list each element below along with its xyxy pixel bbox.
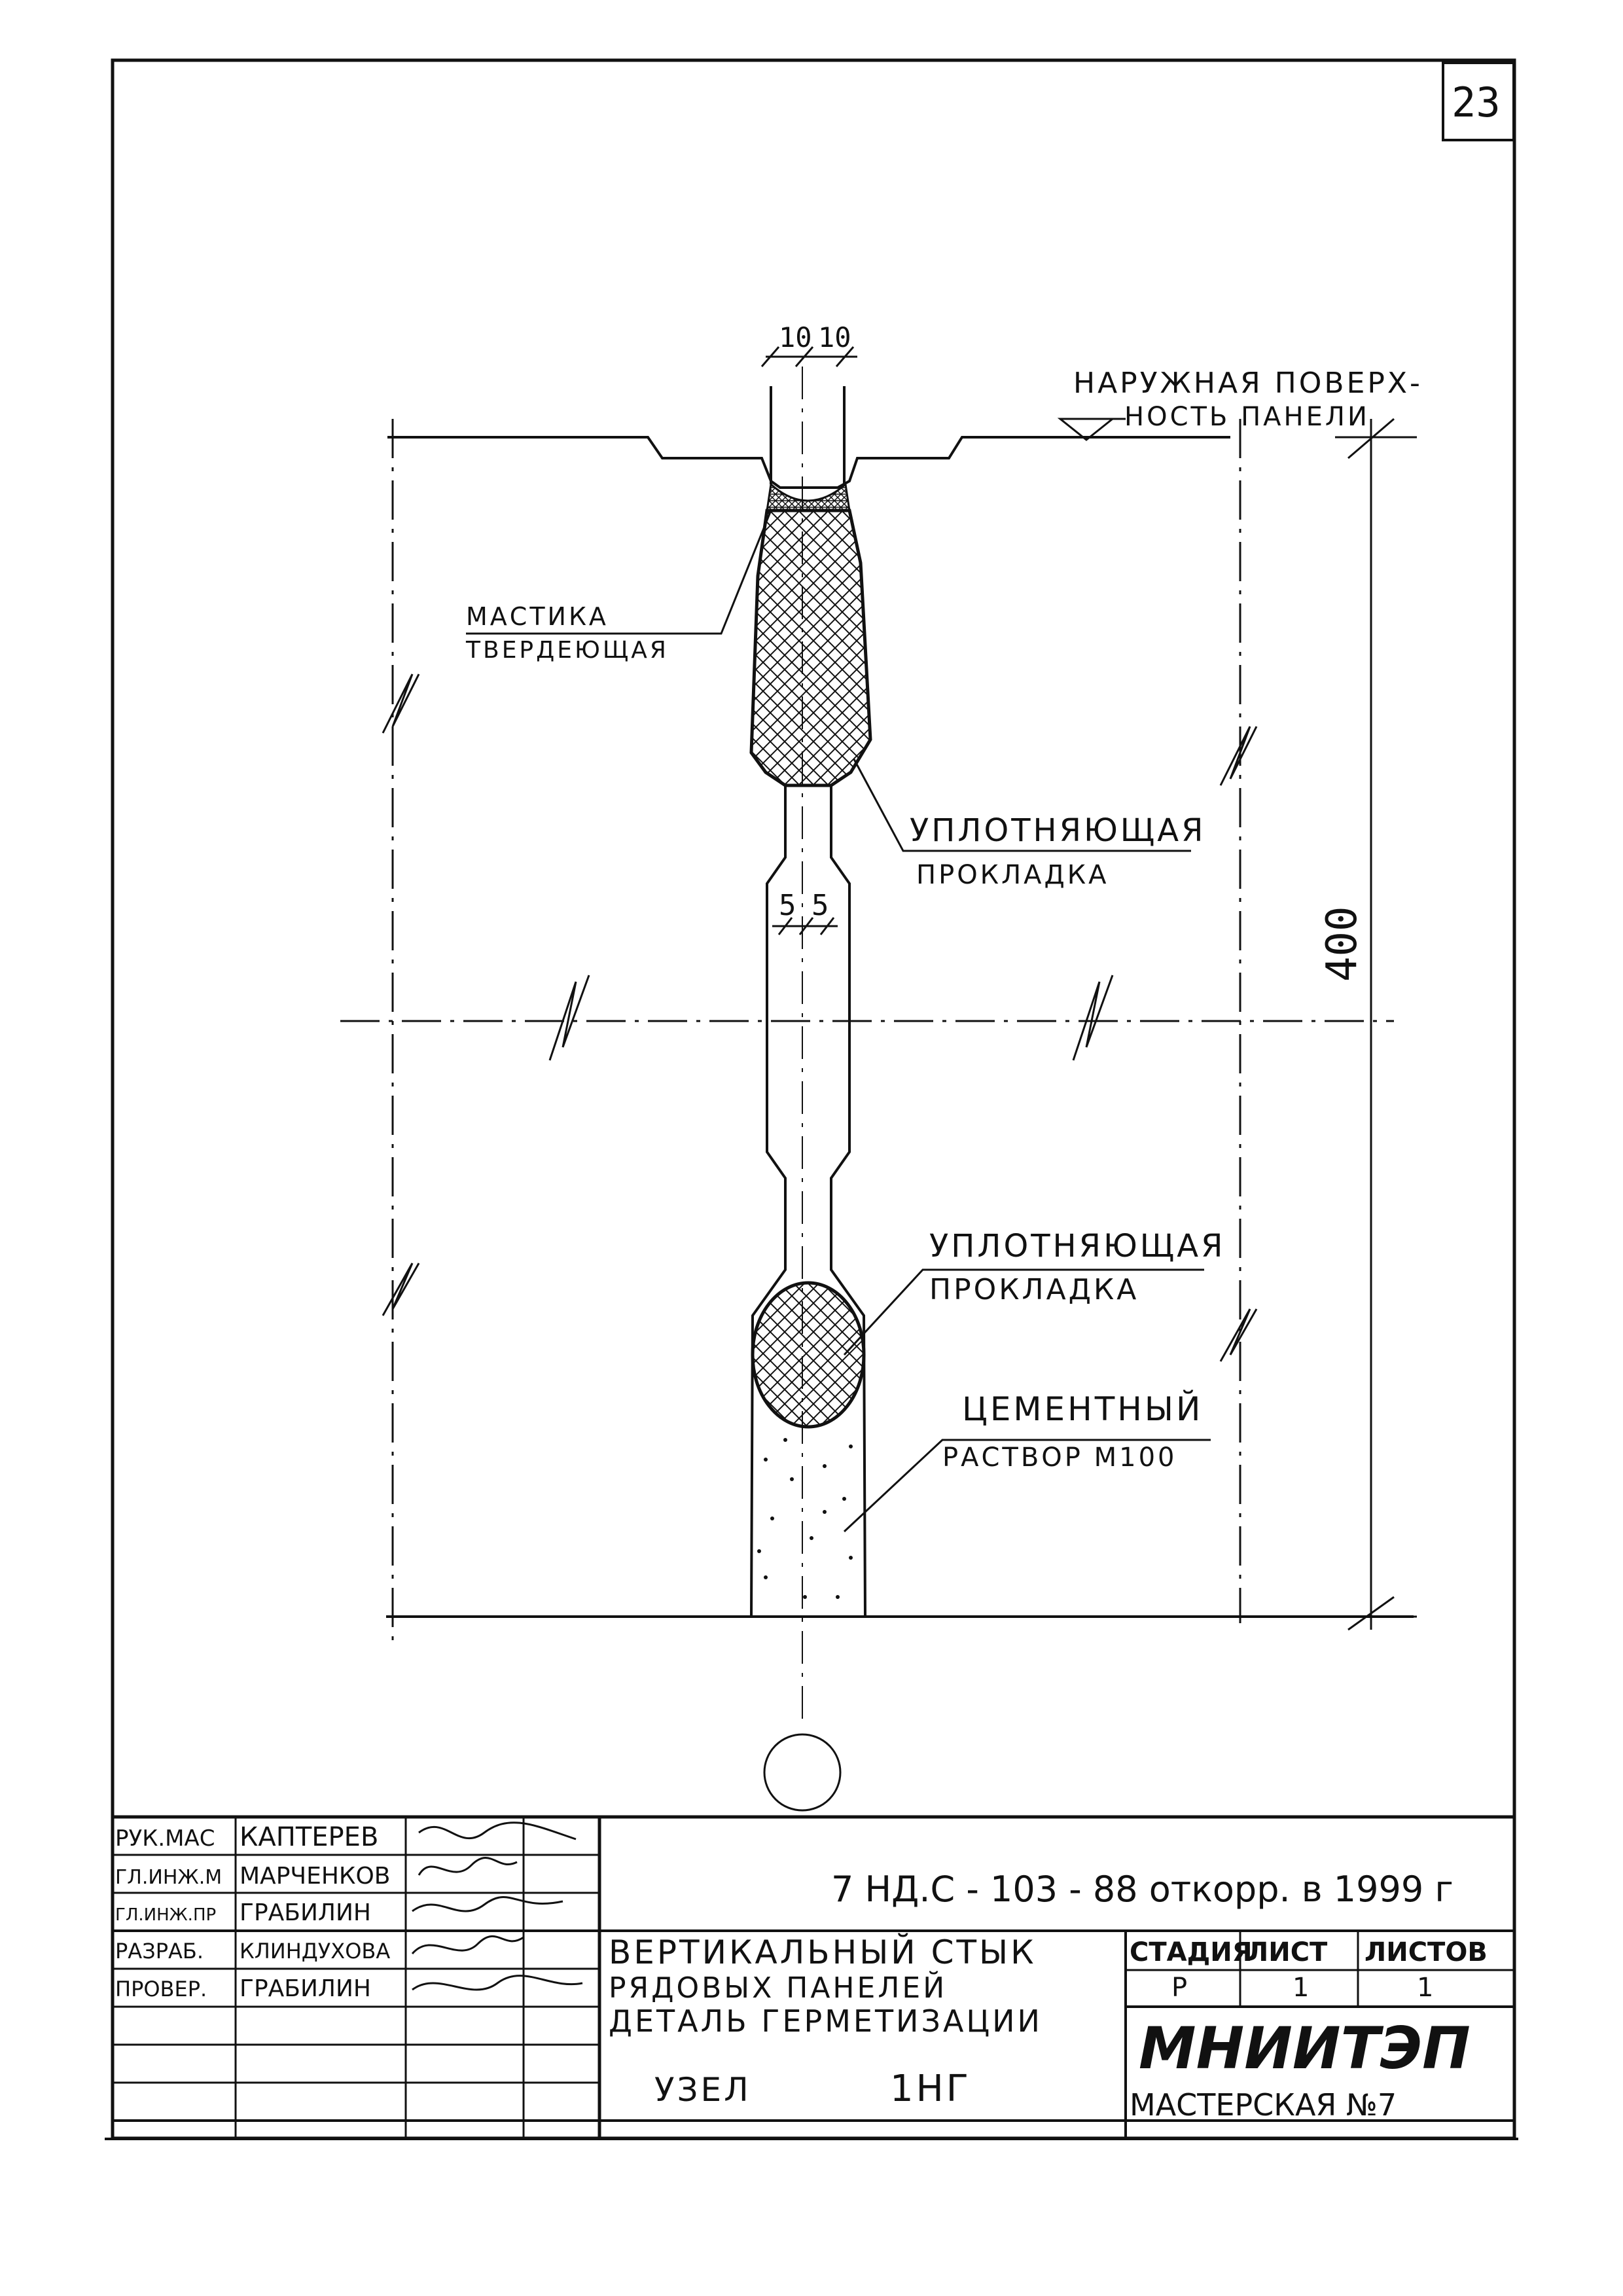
mastic-hardening (766, 482, 851, 512)
workshop-name: МАСТЕРСКАЯ №7 (1130, 2087, 1397, 2123)
sheets-value: 1 (1417, 1973, 1433, 2003)
gasket-top-label-line1: УПЛОТНЯЮЩАЯ (910, 812, 1206, 849)
stage-value: Р (1171, 1973, 1187, 2003)
signature-role: ГЛ.ИНЖ.ПР (115, 1905, 216, 1925)
mastic-label-line2: ТВЕРДЕЮЩАЯ (465, 637, 669, 664)
node-marker-circle (763, 1733, 842, 1812)
handwritten-signatures (411, 1821, 583, 1991)
sealing-gasket-bottom (751, 1281, 866, 1429)
signature-table: РУК.МАС КАПТЕРЕВ ГЛ.ИНЖ.М МАРЧЕНКОВ ГЛ.И… (115, 1821, 583, 2002)
top-dimension-left: 10 (779, 321, 812, 353)
top-dimension-right: 10 (818, 321, 851, 353)
drawing-title-line2: РЯДОВЫХ ПАНЕЛЕЙ (609, 1970, 947, 2005)
signature-name: ГРАБИЛИН (240, 1899, 371, 1926)
mid-dimension-right: 5 (812, 889, 829, 922)
signature-name: ГРАБИЛИН (240, 1975, 371, 2002)
joint-drawing: 400 10 10 5 5 НАРУЖНАЯ ПОВЕРХ- НОСТЬ ПАН… (340, 321, 1423, 1812)
sheets-header: ЛИСТОВ (1364, 1937, 1488, 1967)
mastic-label-line1: МАСТИКА (466, 602, 609, 631)
joint-channel-right (830, 386, 866, 1617)
surface-marker-icon (1057, 418, 1116, 441)
signature-name: КАПТЕРЕВ (240, 1822, 378, 1852)
outer-surface-label-line1: НАРУЖНАЯ ПОВЕРХ- (1073, 367, 1423, 400)
node-number: 1НГ (890, 2068, 971, 2110)
mortar-label-line2: РАСТВОР М100 (942, 1443, 1177, 1473)
signature-role: ГЛ.ИНЖ.М (115, 1866, 222, 1889)
break-marks (382, 673, 1258, 1362)
signature-name: МАРЧЕНКОВ (240, 1863, 390, 1890)
height-dimension: 400 (1318, 906, 1366, 982)
outer-surface-line (387, 436, 1230, 489)
signature-name: КЛИНДУХОВА (240, 1939, 390, 1964)
drawing-code: 7 НД.С - 103 - 88 откорр. в 1999 г (831, 1869, 1454, 1910)
cement-mortar-fill (757, 1438, 853, 1599)
signature-role: ПРОВЕР. (115, 1977, 207, 2001)
stage-header: СТАДИЯ (1130, 1937, 1253, 1967)
joint-channel-left (750, 386, 787, 1617)
drawing-title-line3: ДЕТАЛЬ ГЕРМЕТИЗАЦИИ (609, 2003, 1043, 2039)
title-block (113, 1815, 1514, 2139)
signature-role: РУК.МАС (115, 1825, 215, 1852)
mortar-label-line1: ЦЕМЕНТНЫЙ (962, 1390, 1203, 1428)
gasket-bottom-label-line2: ПРОКЛАДКА (929, 1273, 1139, 1306)
leader-gasket-top (853, 759, 1191, 852)
sheet-value: 1 (1293, 1973, 1309, 2003)
signature-role: РАЗРАБ. (115, 1939, 204, 1964)
drawing-title-line1: ВЕРТИКАЛЬНЫЙ СТЫК (609, 1933, 1037, 1971)
leader-mastic (466, 510, 772, 635)
mid-dimension-left: 5 (779, 889, 796, 922)
page-number: 23 (1452, 79, 1501, 126)
sheet-header: ЛИСТ (1247, 1937, 1328, 1967)
sealing-gasket-top (749, 509, 872, 787)
gasket-bottom-label-line1: УПЛОТНЯЮЩАЯ (929, 1228, 1226, 1265)
outer-surface-label-line2: НОСТЬ ПАНЕЛИ (1124, 402, 1370, 432)
organization-name: МНИИТЭП (1139, 2015, 1471, 2082)
leader-mortar (843, 1439, 1211, 1533)
page-number-box (1442, 62, 1515, 141)
leader-gasket-bottom (843, 1268, 1204, 1356)
gasket-top-label-line2: ПРОКЛАДКА (916, 860, 1109, 890)
node-label: УЗЕЛ (654, 2071, 751, 2109)
